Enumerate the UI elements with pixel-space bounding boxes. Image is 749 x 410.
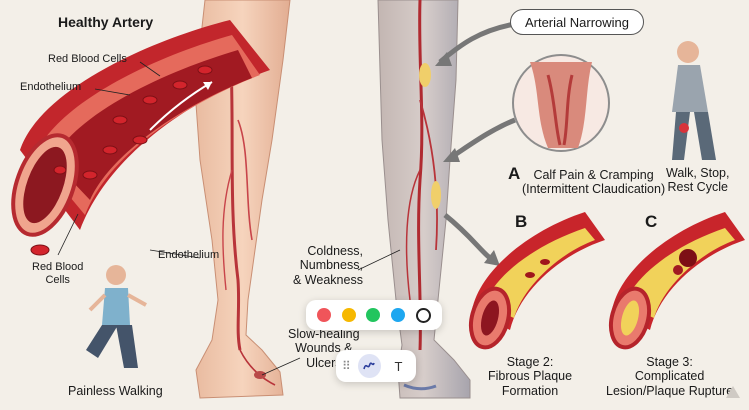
stage-b-letter: B (515, 212, 527, 232)
stage-c-letter: C (645, 212, 657, 232)
endothelium-label-bottom: Endothelium (158, 249, 219, 262)
red-blood-cells-label-bottom: Red Blood Cells (32, 261, 83, 286)
endothelium-label-top: Endothelium (20, 81, 81, 94)
stage-2-label: Stage 2: Fibrous Plaque Formation (488, 355, 572, 398)
arterial-narrowing-callout: Arterial Narrowing (510, 9, 644, 35)
text-tool-button[interactable]: T (387, 354, 410, 378)
man-resting-figure (672, 41, 716, 160)
coldness-label: Coldness, Numbness, & Weakness (293, 244, 363, 287)
annotation-toolbar: ⠿ T (336, 350, 416, 382)
color-swatch-yellow[interactable] (342, 308, 356, 322)
diseased-leg (378, 0, 470, 398)
color-palette (306, 300, 442, 330)
red-blood-cells-label: Red Blood Cells (48, 53, 127, 66)
watermark-logo-icon (725, 385, 741, 399)
calf-pain-label: Calf Pain & Cramping (Intermittent Claud… (522, 168, 665, 197)
painless-walking-label: Painless Walking (68, 384, 163, 398)
stage-b-artery (465, 212, 605, 352)
color-swatch-blue[interactable] (391, 308, 405, 322)
stage-a-letter: A (508, 164, 520, 184)
stage-3-label: Stage 3: Complicated Lesion/Plaque Ruptu… (606, 355, 733, 398)
man-running-figure (86, 265, 146, 368)
calf-pain-inset (513, 55, 609, 151)
walk-stop-label: Walk, Stop, Rest Cycle (666, 166, 729, 195)
healthy-artery-title: Healthy Artery (58, 14, 153, 30)
color-swatch-red[interactable] (317, 308, 331, 322)
color-swatch-white[interactable] (416, 308, 431, 323)
drag-handle-icon[interactable]: ⠿ (342, 359, 352, 373)
color-swatch-green[interactable] (366, 308, 380, 322)
draw-tool-button[interactable] (358, 354, 381, 378)
pen-squiggle-icon (362, 359, 376, 373)
stage-c-artery (605, 212, 745, 352)
